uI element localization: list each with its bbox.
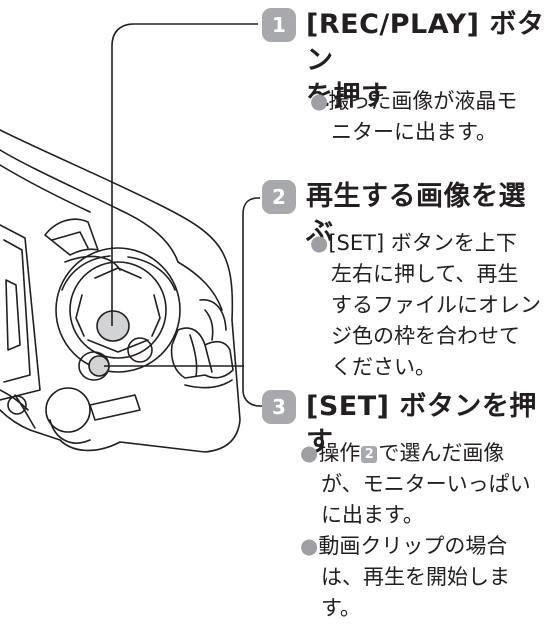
bullet-icon: ● — [310, 89, 329, 113]
step-1-bullet-line1: 撮った画像が液晶モ — [328, 89, 518, 113]
camera-body-outline — [0, 129, 241, 453]
camera-illustration — [0, 23, 262, 453]
leader-line-step2-3 — [242, 197, 262, 407]
step-2-bullet-line5: ください。 — [331, 355, 436, 379]
step-1-badge: 1 — [262, 8, 296, 42]
camera-side-panel — [0, 224, 41, 401]
step-1-title-line2: を押す — [306, 81, 389, 112]
rec-play-dial — [55, 247, 181, 373]
step-1-bullet-line2: ニターに出ます。 — [331, 120, 497, 144]
step-1-title: [REC/PLAY] ボタン を押す — [306, 7, 550, 115]
bullet-icon: ● — [310, 231, 329, 255]
step-2-bullet-line3: するファイルにオレン — [331, 293, 541, 317]
step-2-number: 2 — [272, 185, 286, 209]
step-3-bullet-2-line1: 動画クリップの場合 — [318, 534, 508, 558]
step-3-bullet-1-line3: に出ます。 — [321, 503, 424, 527]
step-1-bullet: ●撮った画像が液晶モ ニターに出ます。 — [310, 86, 517, 148]
step-3-bullet-1-line2: が、モニターいっぱい — [321, 472, 531, 496]
step-1-title-line1: [REC/PLAY] ボタン — [306, 9, 545, 76]
camera-strap — [170, 327, 234, 379]
step-2-bullet-line1: [SET] ボタンを上下 — [328, 231, 517, 255]
step-3-number: 3 — [272, 395, 286, 419]
step-2-title: 再生する画像を選ぶ — [306, 181, 526, 248]
leader-line-step1 — [111, 23, 258, 326]
rec-play-button — [96, 310, 130, 342]
bullet-icon: ● — [300, 534, 319, 558]
step-3-title: [SET] ボタンを押す — [306, 391, 537, 458]
step-3-badge: 3 — [262, 390, 296, 424]
step-2-bullet-line4: ジ色の枠を合わせて — [331, 324, 520, 348]
step-2-bullet-line2: 左右に押して、再生 — [331, 262, 519, 286]
bullet-icon: ● — [300, 441, 319, 465]
step-3-bullet-suffix: で選んだ画像 — [378, 441, 505, 465]
step-3-bullet-2-line3: す。 — [321, 596, 361, 620]
step-1-number: 1 — [272, 13, 286, 37]
step-3-bullet-2: ●動画クリップの場合 は、再生を開始しま す。 — [300, 501, 510, 624]
step-2-badge: 2 — [262, 180, 296, 214]
step-2-bullet: ●[SET] ボタンを上下 左右に押して、再生 するファイルにオレン ジ色の枠を… — [310, 228, 541, 383]
step-ref-badge: 2 — [361, 446, 378, 463]
step-3-bullet-2-line2: は、再生を開始しま — [321, 565, 510, 589]
step-3-bullet-prefix: 操作 — [318, 441, 361, 465]
